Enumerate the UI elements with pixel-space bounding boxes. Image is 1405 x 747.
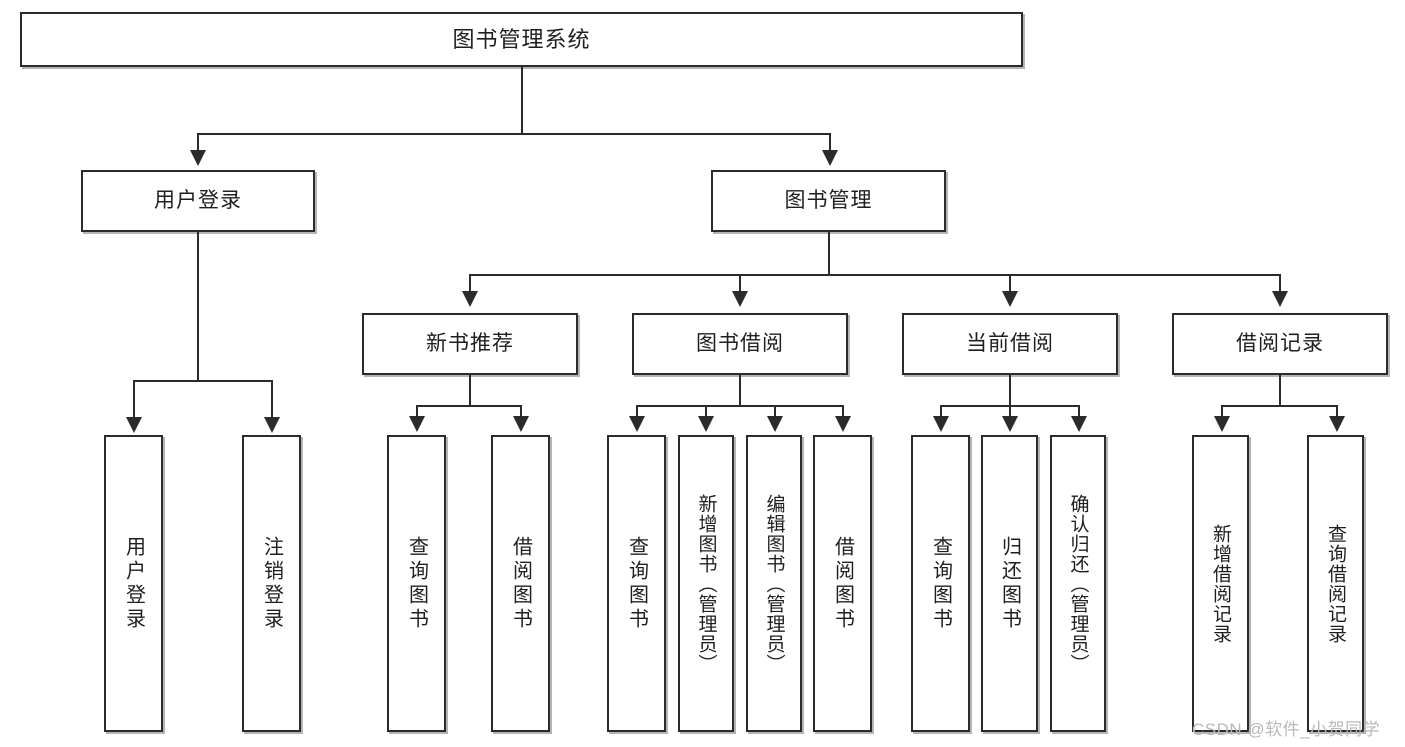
connector-newbook-stem (469, 375, 471, 406)
node-label: 图书管理 (784, 188, 873, 212)
leaf-label: 用户登录 (122, 535, 145, 632)
leaf-label: 查询图书 (405, 535, 428, 632)
leaf-label: 归还图书 (998, 535, 1021, 632)
node-root-system[interactable]: 图书管理系统 (20, 12, 1023, 67)
node-label: 借阅记录 (1236, 331, 1324, 355)
connector-manage-to-new (469, 274, 471, 292)
node-label: 用户登录 (154, 188, 242, 212)
connector-bookborrow-stem (739, 375, 741, 406)
leaf-label: 新增图书（管理员） (695, 493, 717, 674)
node-label: 图书借阅 (696, 331, 784, 355)
leaf-label: 编辑图书（管理员） (763, 493, 785, 674)
arrowhead-manage-to-current (1002, 291, 1018, 307)
node-current-borrow[interactable]: 当前借阅 (902, 313, 1118, 375)
connector-root-bus (197, 133, 831, 135)
node-new-book-recommend[interactable]: 新书推荐 (362, 313, 578, 375)
leaf-label: 新增借阅记录 (1210, 523, 1231, 644)
node-label: 图书管理系统 (452, 26, 591, 52)
leaf-confirm-return-admin[interactable]: 确认归还（管理员） (1050, 435, 1106, 732)
arrowhead-currentborrow-to-leaf1 (933, 416, 949, 432)
leaf-logout[interactable]: 注销登录 (242, 435, 301, 732)
node-book-borrow[interactable]: 图书借阅 (632, 313, 848, 375)
arrowhead-currentborrow-to-leaf2 (1002, 416, 1018, 432)
connector-bookborrow-to-leaf3 (774, 405, 776, 417)
arrowhead-manage-to-record (1272, 291, 1288, 307)
connector-borrowrecord-to-leaf1 (1221, 405, 1223, 417)
arrowhead-bookborrow-to-leaf1 (629, 416, 645, 432)
connector-login-bus (133, 380, 273, 382)
node-label: 当前借阅 (966, 331, 1054, 355)
leaf-edit-book-admin[interactable]: 编辑图书（管理员） (746, 435, 802, 732)
arrowhead-root-to-manage (822, 150, 838, 166)
connector-currentborrow-to-leaf2 (1009, 405, 1011, 417)
connector-borrowrecord-stem (1279, 375, 1281, 406)
connector-borrowrecord-to-leaf2 (1336, 405, 1338, 417)
leaf-label: 查询图书 (929, 535, 952, 632)
connector-currentborrow-to-leaf1 (940, 405, 942, 417)
connector-currentborrow-to-leaf3 (1078, 405, 1080, 417)
connector-root-stem (521, 67, 523, 134)
connector-manage-to-record (1279, 274, 1281, 292)
connector-login-to-leaf2 (271, 380, 273, 418)
connector-bookborrow-bus (636, 405, 844, 407)
connector-manage-bus (469, 274, 1281, 276)
arrowhead-root-to-login (190, 150, 206, 166)
connector-borrowrecord-bus (1221, 405, 1337, 407)
leaf-query-book-current[interactable]: 查询图书 (911, 435, 970, 732)
leaf-borrow-book-borrow[interactable]: 借阅图书 (813, 435, 872, 732)
leaf-label: 查询借阅记录 (1325, 523, 1346, 644)
connector-root-to-manage (829, 133, 831, 151)
arrowhead-manage-to-new (462, 291, 478, 307)
leaf-label: 查询图书 (625, 535, 648, 632)
node-user-login[interactable]: 用户登录 (81, 170, 315, 232)
leaf-user-login[interactable]: 用户登录 (104, 435, 163, 732)
arrowhead-bookborrow-to-leaf2 (698, 416, 714, 432)
arrowhead-bookborrow-to-leaf4 (835, 416, 851, 432)
leaf-label: 注销登录 (260, 535, 283, 632)
arrowhead-login-to-leaf2 (264, 417, 280, 433)
leaf-query-borrow-record[interactable]: 查询借阅记录 (1307, 435, 1364, 732)
leaf-query-book-newbook[interactable]: 查询图书 (387, 435, 446, 732)
connector-login-to-leaf1 (133, 380, 135, 418)
arrowhead-bookborrow-to-leaf3 (767, 416, 783, 432)
arrowhead-currentborrow-to-leaf3 (1071, 416, 1087, 432)
leaf-label: 借阅图书 (831, 535, 854, 632)
csdn-watermark: CSDN @软件_小贺同学 (1192, 720, 1381, 739)
connector-manage-to-borrow (739, 274, 741, 292)
connector-manage-stem (828, 232, 830, 275)
connector-login-stem (197, 232, 199, 381)
leaf-query-book-borrow[interactable]: 查询图书 (607, 435, 666, 732)
arrowhead-borrowrecord-to-leaf1 (1214, 416, 1230, 432)
arrowhead-borrowrecord-to-leaf2 (1329, 416, 1345, 432)
leaf-add-book-admin[interactable]: 新增图书（管理员） (678, 435, 734, 732)
arrowhead-login-to-leaf1 (126, 417, 142, 433)
arrowhead-newbook-to-leaf2 (513, 416, 529, 432)
connector-manage-to-current (1009, 274, 1011, 292)
connector-newbook-to-leaf1 (416, 405, 418, 417)
leaf-borrow-book-newbook[interactable]: 借阅图书 (491, 435, 550, 732)
node-book-management[interactable]: 图书管理 (711, 170, 946, 232)
connector-newbook-to-leaf2 (520, 405, 522, 417)
arrowhead-newbook-to-leaf1 (409, 416, 425, 432)
connector-currentborrow-stem (1009, 375, 1011, 406)
connector-newbook-bus (416, 405, 522, 407)
connector-bookborrow-to-leaf2 (705, 405, 707, 417)
leaf-return-book[interactable]: 归还图书 (981, 435, 1038, 732)
node-label: 新书推荐 (426, 331, 514, 355)
leaf-add-borrow-record[interactable]: 新增借阅记录 (1192, 435, 1249, 732)
leaf-label: 确认归还（管理员） (1067, 493, 1089, 674)
leaf-label: 借阅图书 (509, 535, 532, 632)
arrowhead-manage-to-borrow (732, 291, 748, 307)
connector-bookborrow-to-leaf4 (842, 405, 844, 417)
connector-root-to-login (197, 133, 199, 151)
connector-bookborrow-to-leaf1 (636, 405, 638, 417)
node-borrow-record[interactable]: 借阅记录 (1172, 313, 1388, 375)
